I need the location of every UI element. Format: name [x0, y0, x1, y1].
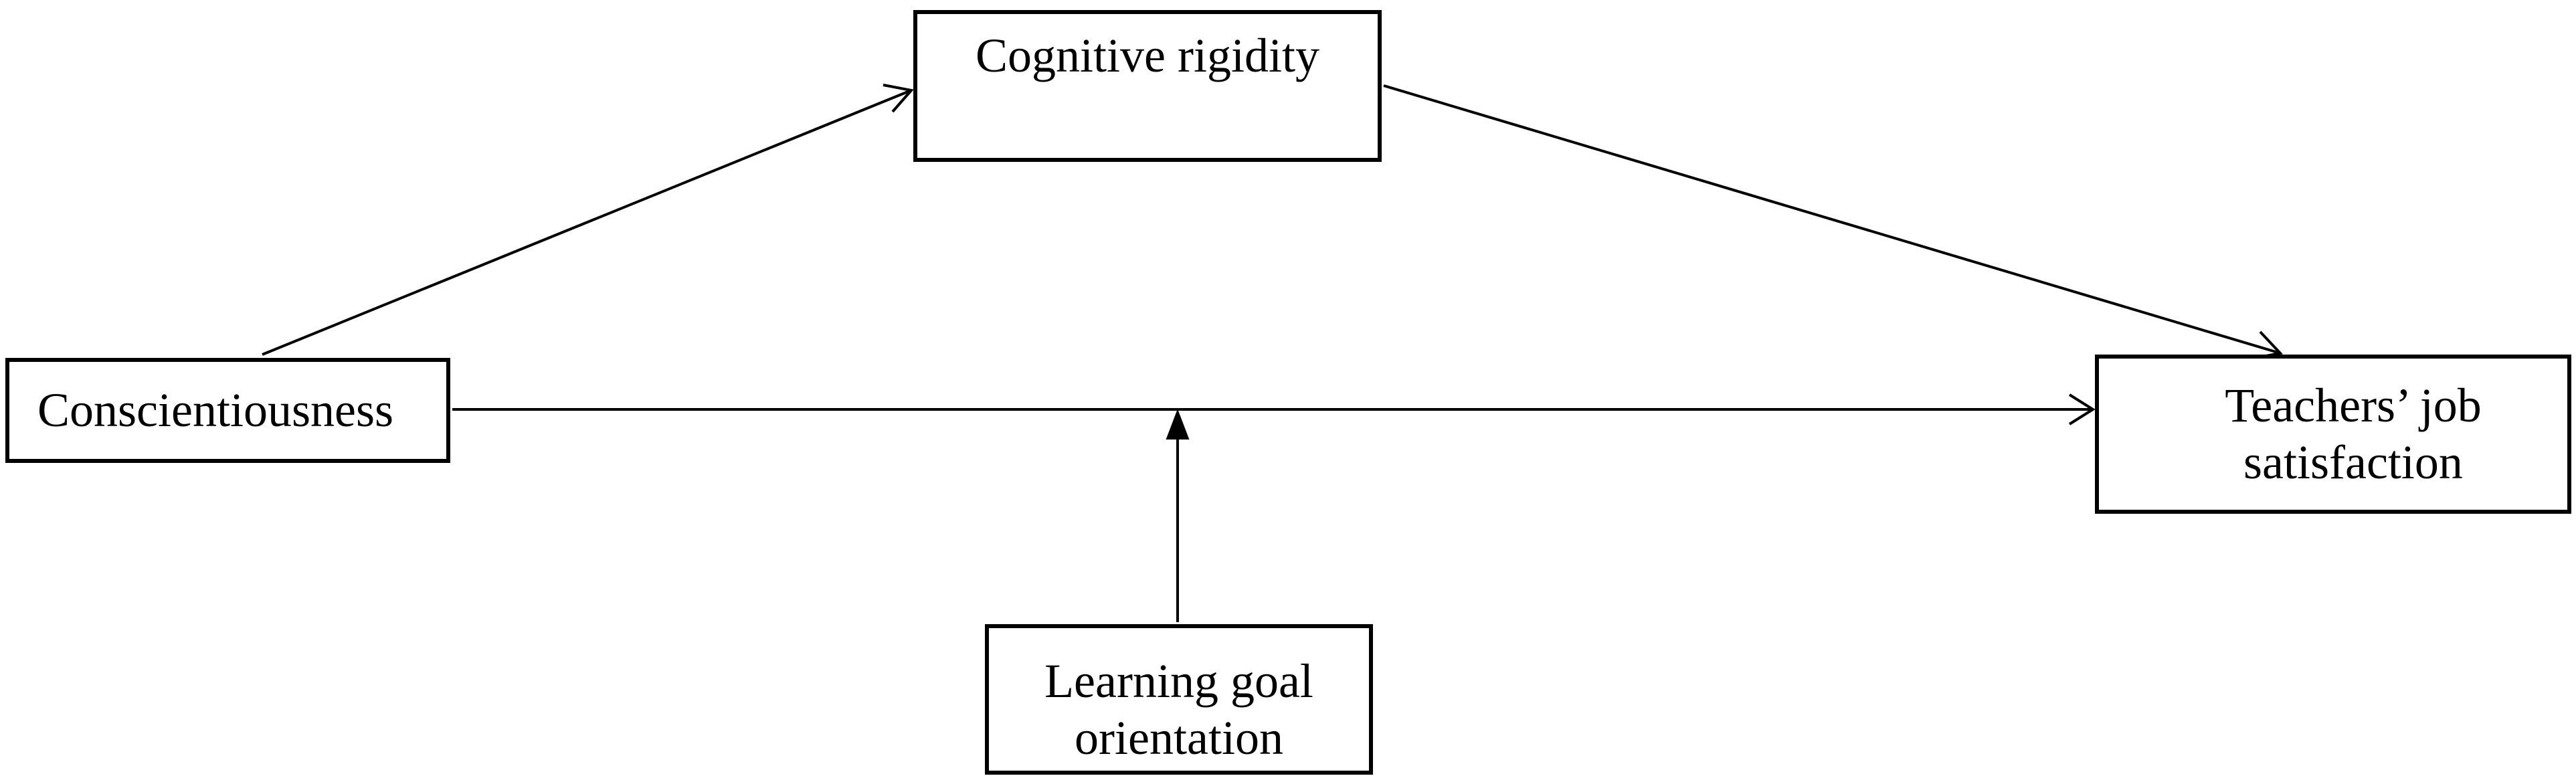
arrowhead-moderation [1166, 409, 1190, 440]
node-conscientiousness: Conscientiousness [5, 358, 450, 463]
node-learning-goal-orientation-label: Learning goal orientation [1044, 654, 1313, 765]
edge-cognitive-rigidity-to-job-satisfaction [1383, 84, 2281, 355]
node-teachers-job-satisfaction: Teachers’ job satisfaction [2095, 355, 2571, 514]
arrowhead-job-satisfaction-left [2068, 393, 2096, 425]
arrowhead-cognitive-rigidity [883, 84, 914, 113]
node-conscientiousness-label: Conscientiousness [37, 383, 393, 437]
node-cognitive-rigidity: Cognitive rigidity [913, 10, 1382, 162]
edge-conscientiousness-to-cognitive-rigidity [262, 89, 912, 356]
node-learning-goal-orientation: Learning goal orientation [985, 624, 1373, 775]
node-teachers-job-satisfaction-label: Teachers’ job satisfaction [2225, 379, 2482, 489]
node-cognitive-rigidity-label: Cognitive rigidity [976, 29, 1319, 83]
